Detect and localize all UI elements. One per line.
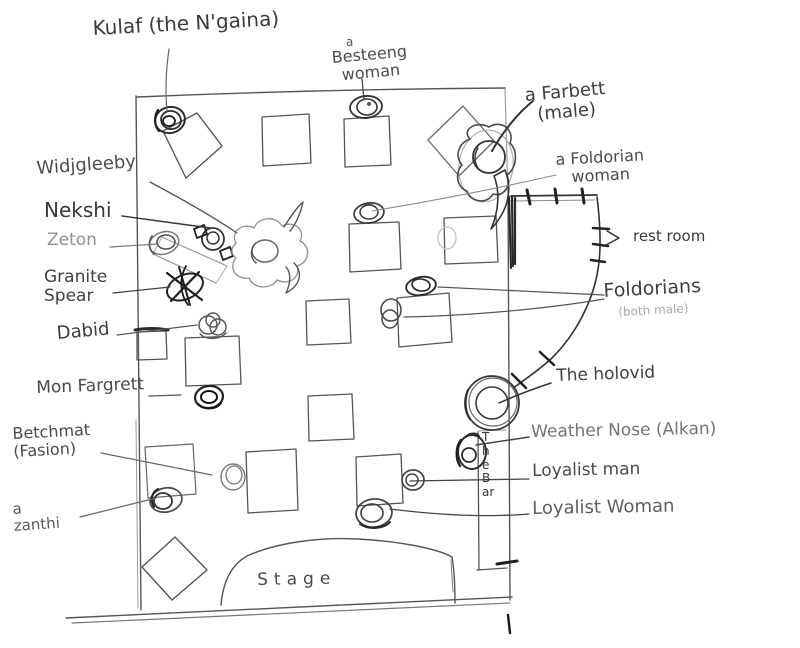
pointer-foldorian-woman <box>371 174 557 212</box>
person-nekshi <box>193 224 234 261</box>
holovid <box>464 375 520 431</box>
table-right-mid <box>443 215 499 265</box>
table-side-small <box>136 330 168 361</box>
table-bottom-center <box>245 448 299 514</box>
person-loyalist-man <box>401 469 425 491</box>
table-betchmat <box>144 443 197 499</box>
pointer-weather-nose <box>475 436 530 446</box>
label-stage: Stage <box>256 568 337 590</box>
table-dabid <box>184 335 242 387</box>
pointer-foldorians-2 <box>403 298 605 318</box>
person-ghost-faint <box>437 226 457 250</box>
label-besteeng-woman: Besteeng woman <box>330 41 408 85</box>
restroom-walls <box>507 187 620 390</box>
person-bottom-center <box>220 463 246 491</box>
pointer-granite-spear <box>112 286 171 294</box>
pointer-holovid <box>498 382 552 404</box>
room-outline <box>65 87 513 624</box>
table-besteeng <box>343 115 392 168</box>
label-zanthi: a zanthi <box>11 499 61 535</box>
pointer-widjgleeby <box>149 181 238 234</box>
person-foldorian-1 <box>405 275 437 297</box>
table-kulaf <box>162 112 223 179</box>
person-loyalist-woman <box>355 498 393 529</box>
label-loyalist-man: Loyalist man <box>531 459 641 481</box>
table-top-2 <box>261 113 312 167</box>
pointer-farbett <box>491 100 534 152</box>
table-center-upper <box>305 298 352 346</box>
table-foldorian-woman <box>348 221 402 273</box>
label-betchmat: Betchmat (Fasion) <box>11 419 91 461</box>
pointer-betchmat <box>100 452 213 476</box>
creature-widjgleeby <box>231 201 309 294</box>
pointer-zeton <box>109 243 158 248</box>
pointer-loyalist-woman <box>389 508 530 517</box>
label-nekshi: Nekshi <box>44 198 112 222</box>
person-foldorian-2 <box>380 298 402 329</box>
bar-area <box>476 429 519 635</box>
pointer-kulaf <box>165 48 170 112</box>
pointer-besteeng <box>361 78 365 101</box>
pointer-mon-fargrett <box>148 394 182 397</box>
pointer-lines <box>79 48 605 518</box>
table-foldorians <box>396 292 453 348</box>
pointer-foldorians-1 <box>437 286 605 296</box>
restroom-arrow-icon <box>605 230 620 246</box>
label-loyalist-woman: Loyalist Woman <box>531 495 675 519</box>
person-dabid <box>198 312 227 340</box>
person-weather-nose <box>455 432 487 470</box>
table-loyalist <box>355 453 404 507</box>
person-zanthi <box>149 486 183 514</box>
label-the-bar: The Bar <box>482 430 495 500</box>
person-zeton <box>148 230 180 256</box>
label-weather-nose: Weather Nose (Alkan) <box>530 418 717 442</box>
table-center-lower <box>307 393 355 442</box>
stage-outline <box>220 537 456 606</box>
person-foldorian-woman <box>353 202 385 224</box>
tables <box>133 105 499 601</box>
pointer-nekshi <box>121 215 211 229</box>
table-bottom-left-diamond <box>141 536 208 601</box>
label-zeton: Zeton <box>47 230 97 250</box>
label-holovid: The holovid <box>555 362 656 386</box>
label-farbett: a Farbett (male) <box>523 77 606 126</box>
person-farbett <box>456 123 517 230</box>
person-granite-spear <box>165 265 204 306</box>
pointer-loyalist-man <box>409 478 530 482</box>
person-besteeng-woman <box>349 95 383 119</box>
person-mon-fargrett <box>193 384 225 410</box>
label-rest-room: rest room <box>633 227 706 245</box>
label-foldorian-woman: a Foldorian woman <box>554 145 645 187</box>
pointer-zanthi <box>79 497 157 518</box>
label-mon-fargrett: Mon Fargrett <box>35 374 145 398</box>
pointer-dabid <box>116 324 198 336</box>
label-besteeng-accent: a <box>346 35 354 49</box>
label-granite-spear: Granite Spear <box>44 267 108 307</box>
